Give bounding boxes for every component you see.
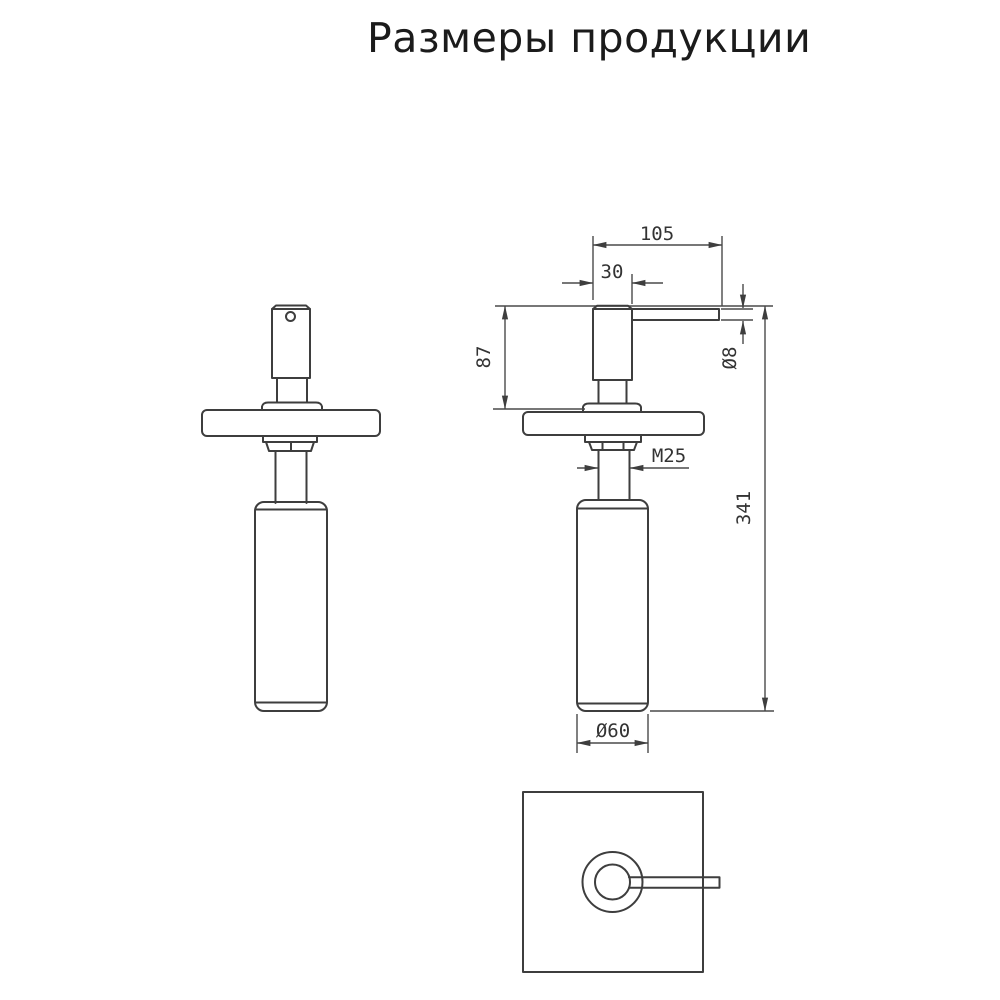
dim-thread: M25: [577, 445, 689, 472]
page-title: Размеры продукции: [367, 14, 812, 62]
dim-label-m25: M25: [652, 445, 686, 467]
side-view: [495, 304, 773, 712]
dim-head-width: 30: [562, 261, 663, 304]
flange-outer-circle: [581, 851, 644, 913]
front-view: [201, 304, 381, 712]
nut-collar: [584, 434, 642, 443]
dim-label-341: 341: [733, 491, 755, 525]
pump-head-top-bevel: [271, 304, 311, 310]
hex-nut: [588, 441, 638, 451]
spout-top-view: [628, 876, 721, 889]
deck-plate: [522, 411, 705, 436]
hex-nut: [265, 441, 315, 452]
dim-label-105: 105: [640, 223, 674, 245]
deck-plate-square: [522, 791, 704, 973]
dim-pump-height: 87: [473, 305, 585, 410]
dim-label-30: 30: [601, 261, 624, 283]
dim-label-d60: Ø60: [596, 720, 630, 742]
dim-spout-diameter: Ø8: [719, 284, 753, 369]
pump-head: [592, 308, 633, 381]
spout: [631, 308, 720, 321]
dim-spout-length: 105: [592, 223, 723, 306]
dim-overall-height: 341: [650, 305, 774, 712]
pump-inner-circle: [594, 863, 631, 901]
flange-dome: [261, 401, 323, 411]
bottle: [254, 501, 328, 712]
deck-plate: [201, 409, 381, 437]
pump-head-top-bevel: [592, 304, 633, 310]
dim-label-87: 87: [473, 346, 495, 369]
dimension-annotations: 105 30 87 Ø8: [473, 223, 774, 753]
dim-label-d8: Ø8: [719, 347, 741, 370]
dim-bottle-diameter: Ø60: [576, 714, 649, 753]
spout-outlet-hole: [285, 311, 296, 322]
flange-dome: [582, 402, 642, 413]
top-view: [522, 791, 721, 973]
pump-head: [271, 308, 311, 379]
bottle: [576, 499, 649, 712]
